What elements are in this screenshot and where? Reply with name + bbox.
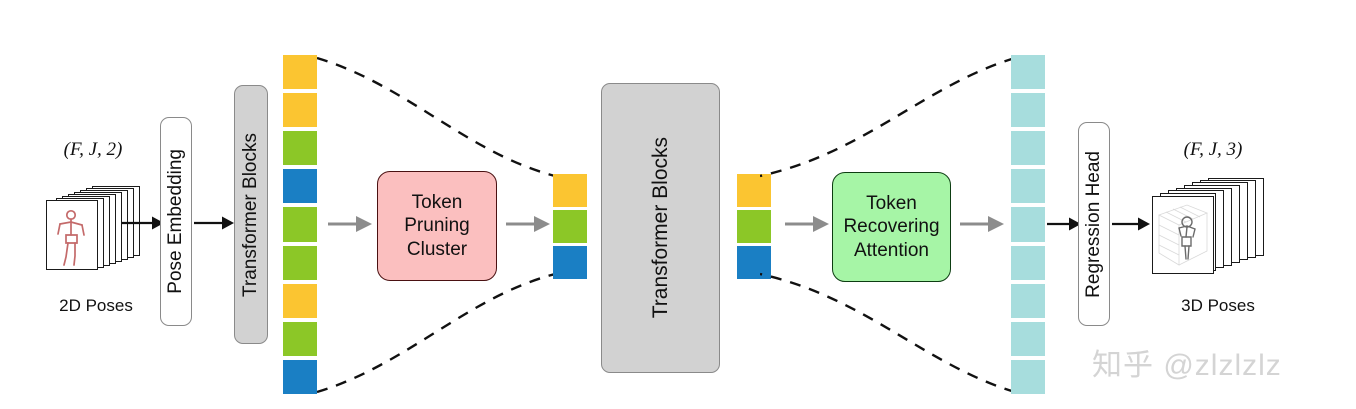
transformer-blocks-left-box[interactable]: Transformer Blocks (234, 85, 268, 344)
arrow-recovering-to-full-tokens (960, 216, 1004, 232)
input-shape-label: (F, J, 2) (63, 139, 123, 160)
token-cell (283, 131, 317, 166)
input-pose-stack (46, 186, 148, 270)
token-cell (1011, 207, 1045, 242)
token-cell (283, 359, 317, 394)
token-cell (553, 174, 587, 207)
token-cell (553, 210, 587, 243)
2d-skeleton-icon (57, 209, 85, 266)
regression-head-label: Regression Head (1083, 150, 1104, 298)
token-cell (283, 93, 317, 128)
token-pruning-cluster-label: Token Pruning Cluster (404, 191, 470, 261)
token-cell (1011, 245, 1045, 280)
arrow-regression-head-to-poses (1112, 217, 1150, 231)
funnel-dashed-right (760, 56, 1015, 394)
token-cell (283, 283, 317, 318)
token-recovering-attention-label: Token Recovering Attention (843, 192, 939, 262)
token-cell (737, 210, 771, 243)
3d-skeleton-icon (1157, 204, 1209, 266)
token-column-mid (553, 174, 587, 279)
token-cell (1011, 169, 1045, 204)
token-recovering-attention-box[interactable]: Token Recovering Attention (832, 172, 951, 282)
transformer-blocks-mid-box[interactable]: Transformer Blocks (601, 83, 720, 373)
arrow-pruning-to-reduced-tokens (506, 216, 550, 232)
pose-embedding-box[interactable]: Pose Embedding (160, 117, 192, 326)
tra-line-3: Attention (853, 239, 929, 261)
token-cell (1011, 283, 1045, 318)
transformer-blocks-mid-label: Transformer Blocks (648, 137, 672, 319)
token-column-post-attention (737, 174, 771, 279)
token-cell (1011, 359, 1045, 394)
output-caption: 3D Poses (1181, 296, 1255, 315)
tpc-line-2: Pruning (404, 215, 470, 237)
transformer-blocks-left-label: Transformer Blocks (240, 132, 261, 297)
token-cell (1011, 55, 1045, 90)
tra-line-1: Token (866, 193, 917, 215)
token-cell (737, 246, 771, 279)
token-column-right (1011, 55, 1045, 394)
input-caption: 2D Poses (59, 296, 133, 315)
regression-head-box[interactable]: Regression Head (1078, 122, 1110, 326)
token-cell (1011, 93, 1045, 128)
tra-line-2: Recovering (843, 216, 940, 238)
arrow-tokens-to-recovering (785, 216, 829, 232)
token-cell (283, 207, 317, 242)
pose-sheet-front (46, 200, 98, 270)
token-cell (1011, 321, 1045, 356)
arrow-tokens-to-regression-head (1047, 217, 1081, 231)
token-cell (283, 321, 317, 356)
output-shape-label: (F, J, 3) (1183, 139, 1243, 160)
output-pose-stack (1152, 178, 1272, 274)
token-cell (1011, 131, 1045, 166)
tpc-line-1: Token (411, 192, 463, 214)
token-pruning-cluster-box[interactable]: Token Pruning Cluster (377, 171, 497, 281)
arrow-poses-to-embedding (122, 216, 164, 230)
pose3d-sheet-front (1152, 196, 1214, 274)
token-cell (283, 55, 317, 90)
token-cell (737, 174, 771, 207)
arrow-tokens-to-pruning (328, 216, 372, 232)
token-column-left (283, 55, 317, 394)
pose-embedding-label: Pose Embedding (165, 149, 186, 294)
token-cell (283, 169, 317, 204)
watermark: 知乎 @zlzlzlz (1092, 349, 1282, 382)
token-cell (553, 246, 587, 279)
token-cell (283, 245, 317, 280)
tpc-line-3: Cluster (406, 238, 468, 260)
arrow-embedding-to-transformer (194, 216, 234, 230)
